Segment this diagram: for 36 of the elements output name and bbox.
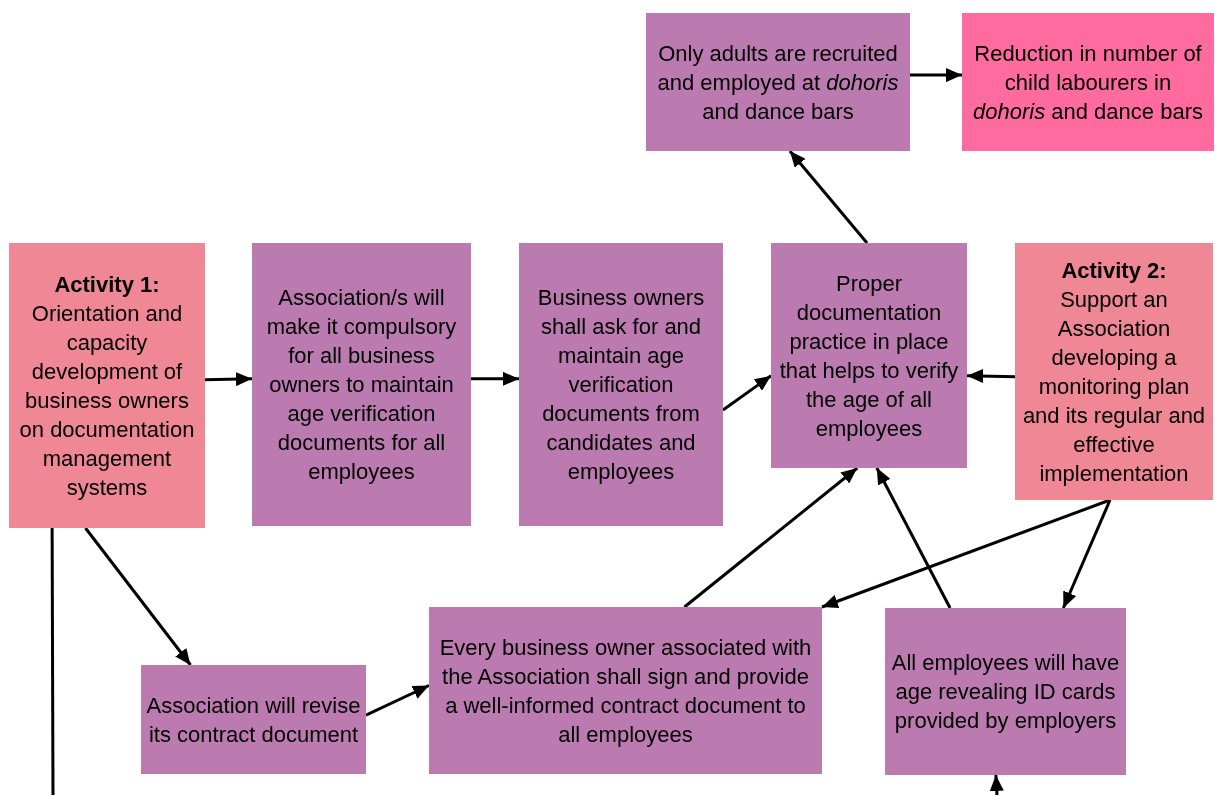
box-text: Association/s will make it compulsory for all business owners to maintain age verification documents for all employees [265, 284, 458, 486]
arrow [84, 527, 192, 666]
arrow [1061, 499, 1112, 609]
box-text: Reduction in number of child labourers in dohoris and dance bars [972, 39, 1204, 126]
process-box [646, 13, 910, 151]
box-text: Every business owner associated with the Association shall sign and provide a well-informed contract document to all employees [438, 633, 813, 749]
process-box [885, 608, 1126, 775]
process-box [771, 243, 967, 468]
arrow [875, 467, 952, 609]
connector-line [50, 528, 55, 795]
activity-box [1015, 243, 1213, 500]
box-text: Association will revise its contract document [145, 691, 362, 749]
box-text: Orientation and capacity development of business owners on documentation management systems [18, 299, 196, 502]
arrow [966, 369, 1016, 384]
process-box [429, 607, 822, 774]
process-box [962, 13, 1214, 151]
process-box [252, 243, 471, 526]
activity-box [9, 243, 205, 528]
arrow [471, 371, 519, 386]
arrow [722, 374, 772, 412]
box-text: Proper documentation practice in place that helps to verify the age of all employees [778, 269, 960, 443]
arrow [989, 774, 1004, 795]
arrow [910, 68, 962, 83]
process-box [519, 243, 723, 526]
activity-heading: Activity 1: [54, 270, 160, 299]
activity-heading: Activity 2: [1061, 256, 1167, 285]
arrow [365, 684, 430, 717]
arrow [204, 372, 253, 387]
arrow [821, 498, 1111, 609]
box-text: Support an Association developing a monitoring plan and its regular and effective implementation [1021, 285, 1207, 488]
box-text: Business owners shall ask for and maintain age verification documents from candidates and employees [536, 284, 706, 486]
box-text: All employees will have age revealing ID cards provided by employers [890, 649, 1121, 735]
arrow [683, 466, 859, 609]
process-box [141, 665, 366, 774]
arrow [788, 150, 869, 244]
box-text: Only adults are recruited and employed at dohoris and dance bars [656, 39, 900, 126]
